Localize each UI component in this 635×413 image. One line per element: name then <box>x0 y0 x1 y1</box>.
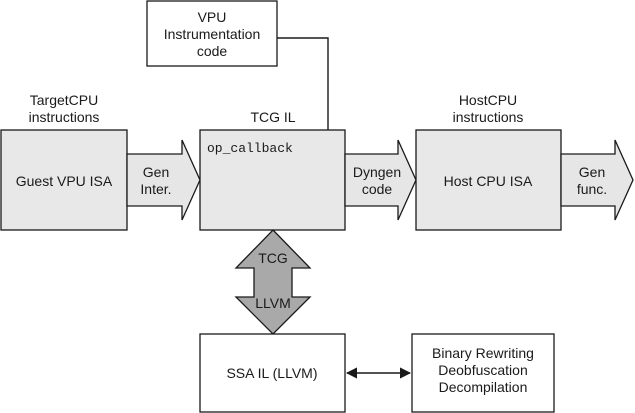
op-callback-label: op_callback <box>207 141 293 156</box>
dyngen-label-line2: code <box>362 181 393 197</box>
target-cpu-caption-line1: TargetCPU <box>30 92 98 108</box>
ssa-il-box: SSA IL (LLVM) <box>199 333 346 413</box>
host-cpu-caption-line1: HostCPU <box>459 92 517 108</box>
tcg-label: TCG <box>258 250 288 266</box>
gen-func-label-line2: func. <box>577 181 607 197</box>
llvm-label: LLVM <box>255 295 291 311</box>
target-cpu-caption-line2: instructions <box>29 109 100 125</box>
decompilation-label: Decompilation <box>439 379 528 395</box>
gen-inter-label-line1: Gen <box>143 164 169 180</box>
dyngen-label-line1: Dyngen <box>353 164 401 180</box>
vpu-label-line2: Instrumentation <box>164 26 261 42</box>
gen-func-label-line1: Gen <box>579 164 605 180</box>
gen-func-arrow: Gen func. <box>560 139 634 221</box>
host-cpu-isa-box: Host CPU ISA <box>415 129 562 231</box>
tcg-il-caption: TCG IL <box>250 109 295 125</box>
vpu-instrumentation-box: VPU Instrumentation code <box>146 0 278 67</box>
tcg-llvm-double-arrow: TCG LLVM <box>234 229 312 335</box>
ssa-il-label: SSA IL (LLVM) <box>226 365 317 381</box>
gen-inter-label-line2: Inter. <box>140 181 171 197</box>
guest-vpu-isa-box: Guest VPU ISA <box>0 129 128 231</box>
host-cpu-caption-line2: instructions <box>453 109 524 125</box>
vpu-label-line3: code <box>197 43 228 59</box>
host-cpu-isa-label: Host CPU ISA <box>444 173 533 189</box>
guest-vpu-isa-label: Guest VPU ISA <box>16 173 113 189</box>
binary-rewriting-box: Binary Rewriting Deobfuscation Decompila… <box>411 333 555 413</box>
binary-rewriting-label: Binary Rewriting <box>432 345 534 361</box>
dyngen-code-arrow: Dyngen code <box>344 139 417 221</box>
deobfuscation-label: Deobfuscation <box>438 362 528 378</box>
vpu-label-line1: VPU <box>198 9 227 25</box>
tcg-il-box: op_callback <box>199 129 346 231</box>
gen-inter-arrow: Gen Inter. <box>126 139 201 221</box>
